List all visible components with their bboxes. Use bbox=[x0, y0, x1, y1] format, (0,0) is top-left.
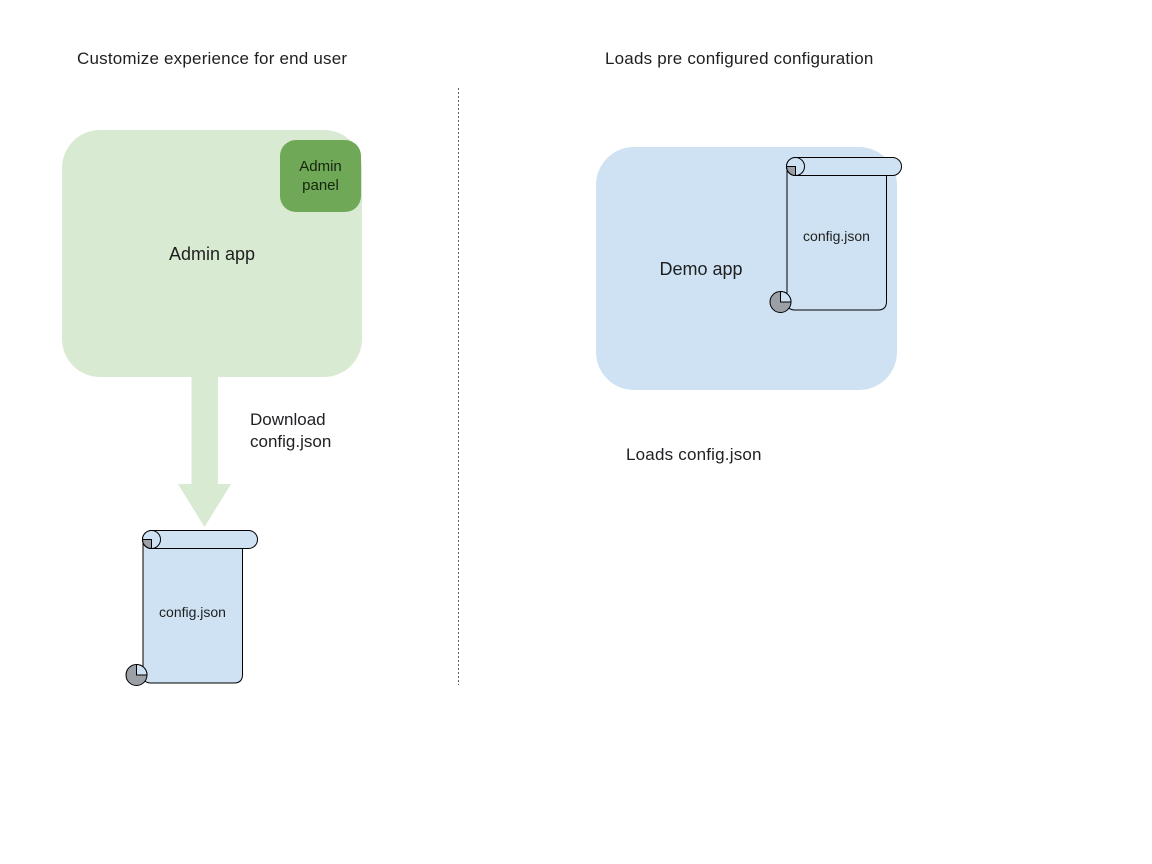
demo-app-label: Demo app bbox=[659, 259, 743, 279]
scroll-bottom-curl-shade bbox=[780, 291, 792, 303]
section-divider bbox=[458, 88, 459, 685]
admin-panel-shape: Admin panel bbox=[280, 140, 361, 212]
admin-panel-label: Admin panel bbox=[299, 158, 342, 194]
config-json-label-left: config.json bbox=[159, 604, 226, 620]
right-section-title: Loads pre configured configuration bbox=[605, 49, 874, 68]
admin-app-label: Admin app bbox=[168, 244, 256, 264]
download-arrow-label: Download config.json bbox=[250, 410, 332, 451]
config-file-scroll-right: config.json bbox=[769, 157, 902, 313]
scroll-bottom-curl-shade bbox=[136, 664, 148, 676]
admin-app-shape: Admin panel bbox=[62, 130, 362, 377]
config-json-label-right: config.json bbox=[803, 228, 870, 244]
scroll-top-curl-shade bbox=[786, 166, 796, 176]
loads-config-caption: Loads config.json bbox=[626, 445, 762, 464]
left-section-title: Customize experience for end user bbox=[77, 49, 348, 68]
scroll-top-curl-shade bbox=[142, 539, 152, 549]
config-file-scroll-left: config.json bbox=[125, 530, 258, 686]
arrow-path bbox=[178, 377, 231, 527]
download-arrow-shape bbox=[178, 377, 231, 527]
